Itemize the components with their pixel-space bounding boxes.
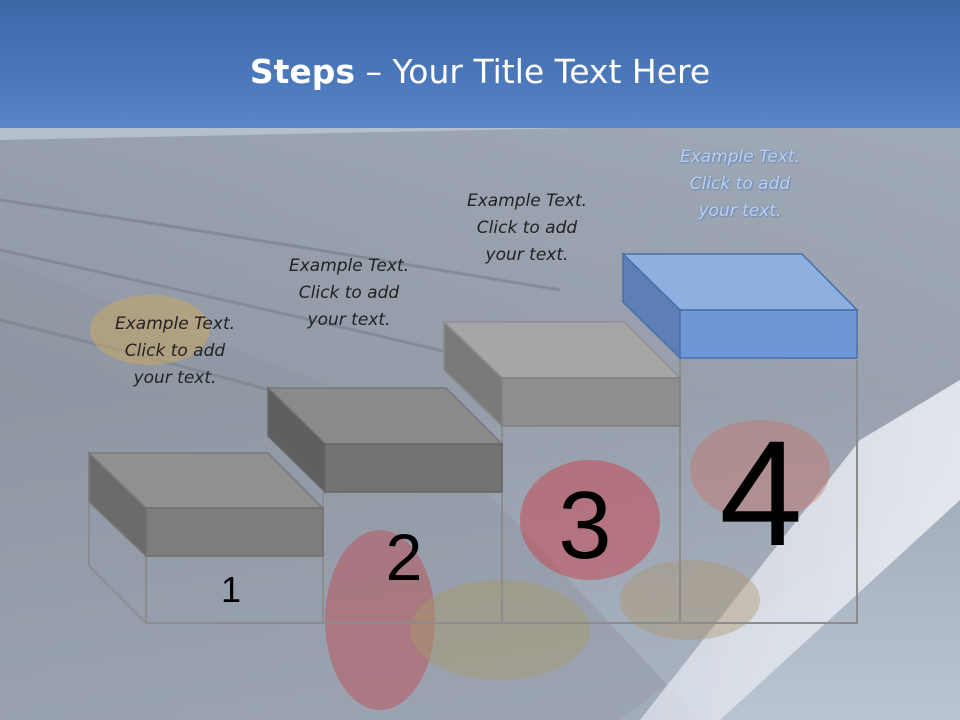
step-3-number: 3 — [558, 472, 612, 579]
step-1-number: 1 — [220, 569, 242, 610]
title-bold: Steps — [249, 52, 356, 91]
caption-line: Click to add — [124, 341, 226, 361]
step-1-block[interactable] — [87, 451, 325, 558]
caption-line: Click to add — [476, 218, 578, 238]
caption-line: your text. — [698, 201, 782, 221]
step-1-caption[interactable]: Example Text. Click to add your text. — [90, 311, 260, 392]
title-bar — [0, 0, 960, 128]
caption-line: Example Text. — [114, 314, 236, 334]
step-3-block[interactable] — [442, 320, 682, 428]
slide-title[interactable]: Steps – Your Title Text Here — [0, 52, 960, 91]
caption-line: your text. — [485, 245, 569, 265]
step-4-caption[interactable]: Example Text. Click to add your text. — [655, 144, 825, 225]
step-2-caption[interactable]: Example Text. Click to add your text. — [264, 253, 434, 334]
caption-line: Click to add — [298, 283, 400, 303]
title-rest: – Your Title Text Here — [355, 52, 711, 91]
step-4-block[interactable] — [621, 252, 859, 360]
step-3-caption[interactable]: Example Text. Click to add your text. — [442, 188, 612, 269]
caption-line: Example Text. — [679, 147, 801, 167]
caption-line: your text. — [307, 310, 391, 330]
step-2-number: 2 — [385, 520, 423, 594]
caption-line: Example Text. — [288, 256, 410, 276]
caption-line: Example Text. — [466, 191, 588, 211]
caption-line: Click to add — [689, 174, 791, 194]
caption-line: your text. — [133, 368, 217, 388]
step-4-number: 4 — [719, 409, 803, 577]
stair-outline — [88, 358, 858, 624]
step-2-block[interactable] — [266, 386, 504, 494]
